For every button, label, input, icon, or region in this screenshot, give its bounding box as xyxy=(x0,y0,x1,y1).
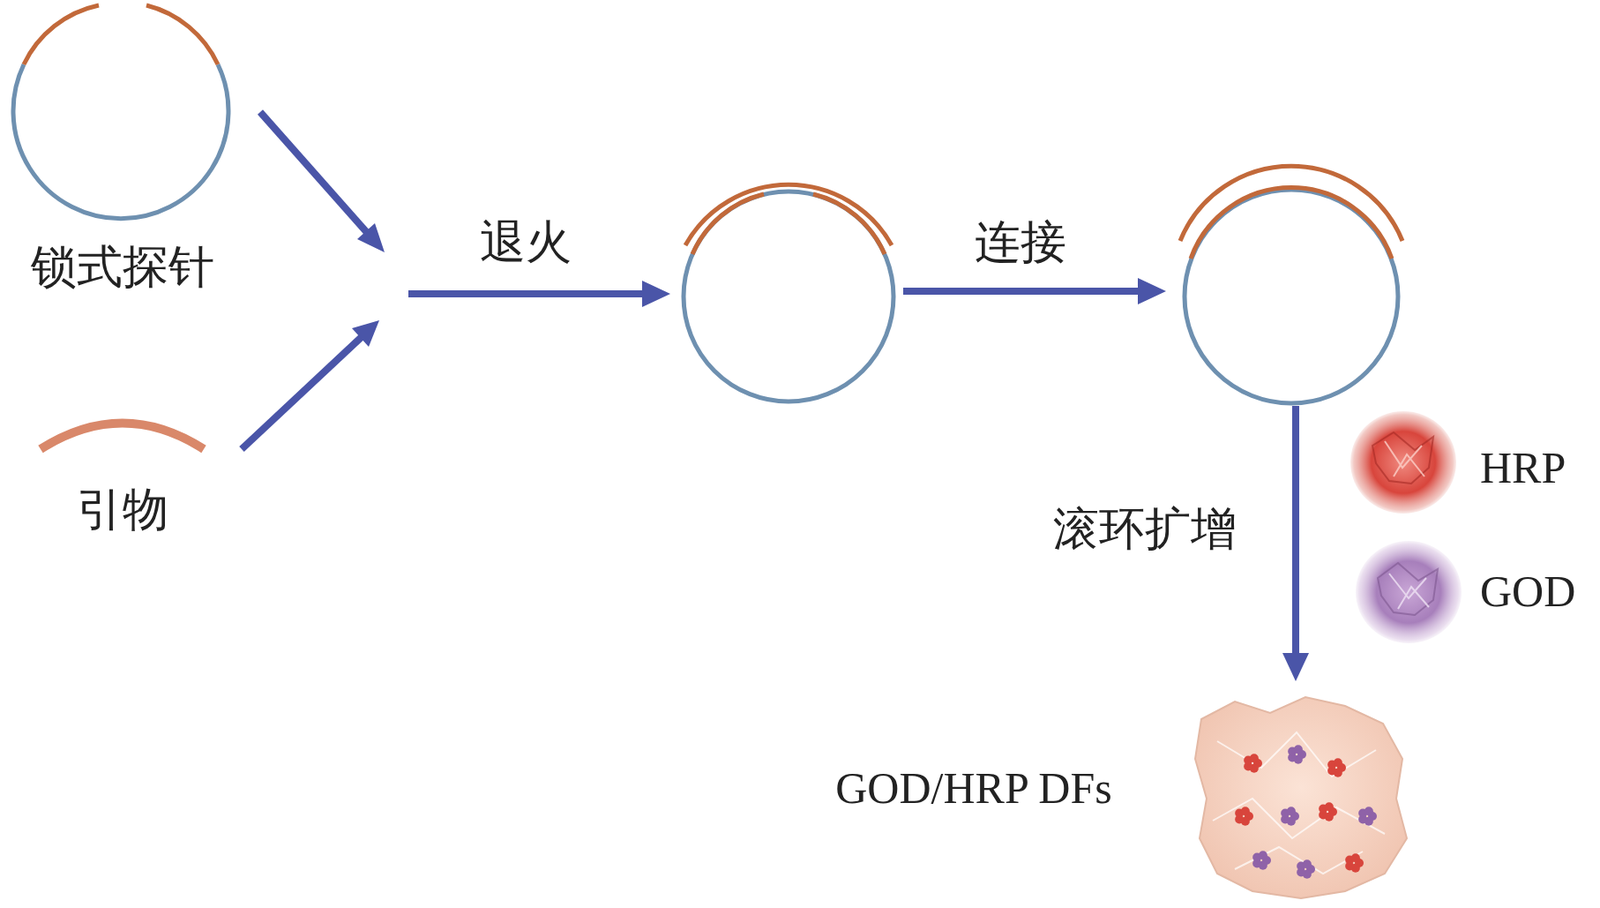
step-label: 滚环扩增 xyxy=(1053,503,1237,554)
hrp-icon xyxy=(1350,411,1457,514)
label-node: GOD xyxy=(1480,567,1576,616)
step-label: 退火 xyxy=(479,216,572,268)
enzyme-dot xyxy=(1333,757,1343,767)
label-node: 引物 xyxy=(76,484,169,535)
dna-flower-blob xyxy=(1195,696,1407,898)
padlock-probe xyxy=(13,5,229,219)
enzyme-dot xyxy=(1241,806,1250,815)
label-node: GOD/HRP DFs xyxy=(835,763,1113,813)
enzyme-dot xyxy=(1258,850,1268,860)
step-label: 连接 xyxy=(974,216,1067,268)
enzyme-dot xyxy=(1364,806,1374,815)
annealed-complex xyxy=(683,184,894,402)
node-text: HRP xyxy=(1480,443,1566,493)
primer-arc xyxy=(40,423,204,450)
enzyme-dot xyxy=(1286,806,1296,815)
label-node: HRP xyxy=(1480,443,1566,493)
node-text: GOD xyxy=(1480,567,1576,616)
god-icon xyxy=(1355,540,1462,643)
arrows xyxy=(241,112,1309,681)
node-text: 锁式探针 xyxy=(30,241,215,292)
ligated-complex xyxy=(1180,165,1403,404)
enzyme-dot xyxy=(1302,859,1312,868)
enzyme-dot xyxy=(1351,852,1361,862)
node-text: 引物 xyxy=(76,484,169,535)
enzyme-dot xyxy=(1324,801,1334,811)
label-node: 锁式探针 xyxy=(30,241,215,292)
enzyme-dot xyxy=(1293,744,1303,754)
enzyme-dot xyxy=(1249,753,1259,763)
node-text: GOD/HRP DFs xyxy=(835,763,1113,813)
